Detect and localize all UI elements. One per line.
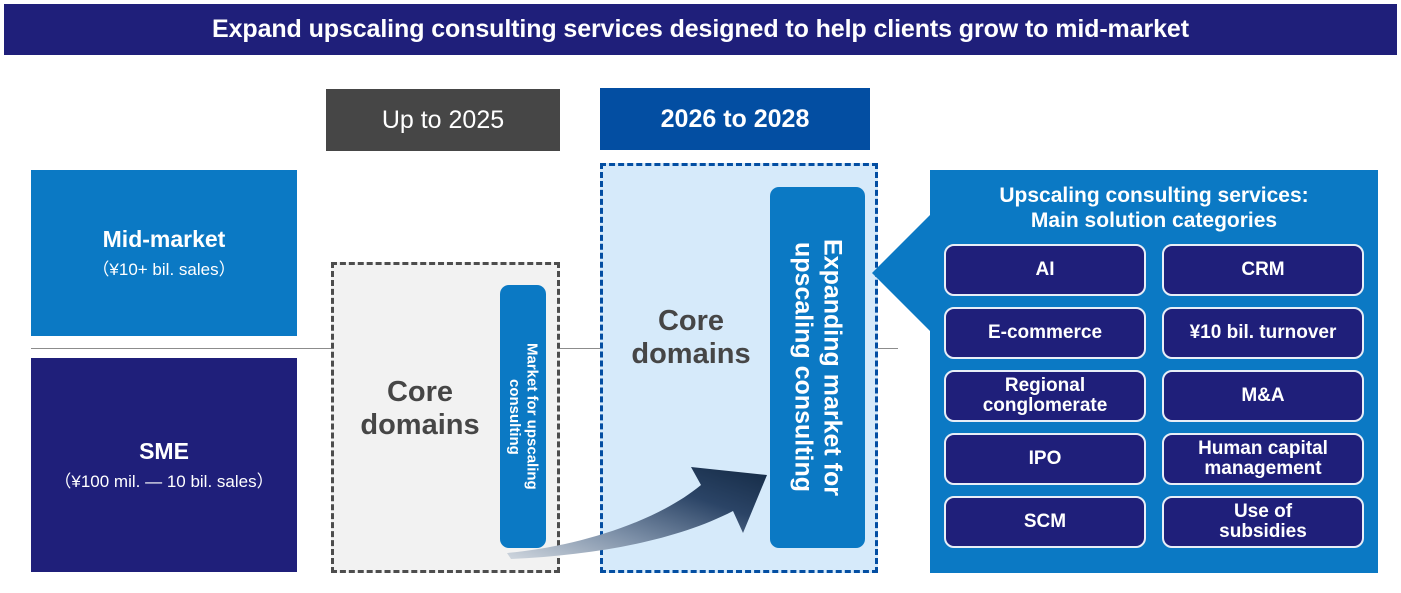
era-tab-past-label: Up to 2025 — [381, 105, 505, 134]
service-tile[interactable]: CRM — [1162, 244, 1364, 297]
segment-sme-sales: （¥100 mil. — 10 bil. sales） — [54, 471, 274, 491]
era-tab-future-label: 2026 to 2028 — [660, 104, 810, 133]
era-tab-past[interactable]: Up to 2025 — [326, 89, 560, 151]
slide-title-banner: Expand upscaling consulting services des… — [4, 4, 1397, 55]
services-panel-heading: Upscaling consulting services: Main solu… — [999, 184, 1309, 233]
market-bar-past: Market for upscaling consulting — [500, 285, 546, 548]
service-tile[interactable]: Regional conglomerate — [944, 370, 1146, 423]
core-domains-label-past: Core domains — [360, 376, 480, 442]
segment-divider-rule-middle — [558, 348, 602, 349]
services-tile-grid: AI CRM E-commerce ¥10 bil. turnover Regi… — [944, 244, 1364, 549]
segment-box-mid-market: Mid-market （¥10+ bil. sales） — [31, 170, 297, 336]
market-bar-past-label: Market for upscaling consulting — [506, 343, 541, 490]
service-tile[interactable]: SCM — [944, 496, 1146, 549]
segment-mid-market-sales: （¥10+ bil. sales） — [92, 259, 236, 279]
service-tile[interactable]: ¥10 bil. turnover — [1162, 307, 1364, 360]
curved-growth-arrow-icon — [507, 467, 767, 559]
market-bar-future: Expanding market for upscaling consultin… — [770, 187, 865, 548]
segment-mid-market-name: Mid-market — [102, 225, 226, 252]
service-tile[interactable]: E-commerce — [944, 307, 1146, 360]
left-pointing-arrow-icon — [872, 213, 942, 333]
service-tile[interactable]: Use of subsidies — [1162, 496, 1364, 549]
segment-sme-name: SME — [139, 437, 189, 464]
segment-box-sme: SME （¥100 mil. — 10 bil. sales） — [31, 358, 297, 572]
services-panel: Upscaling consulting services: Main solu… — [930, 170, 1378, 573]
service-tile[interactable]: AI — [944, 244, 1146, 297]
segment-divider-rule-right — [868, 348, 898, 349]
service-tile[interactable]: Human capital management — [1162, 433, 1364, 486]
segment-divider-rule-left — [31, 348, 331, 349]
service-tile[interactable]: M&A — [1162, 370, 1364, 423]
era-tab-future[interactable]: 2026 to 2028 — [600, 88, 870, 150]
market-bar-future-label: Expanding market for upscaling consultin… — [789, 239, 847, 496]
core-domains-label-future: Core domains — [631, 305, 751, 371]
page-title: Expand upscaling consulting services des… — [212, 15, 1189, 43]
service-tile[interactable]: IPO — [944, 433, 1146, 486]
